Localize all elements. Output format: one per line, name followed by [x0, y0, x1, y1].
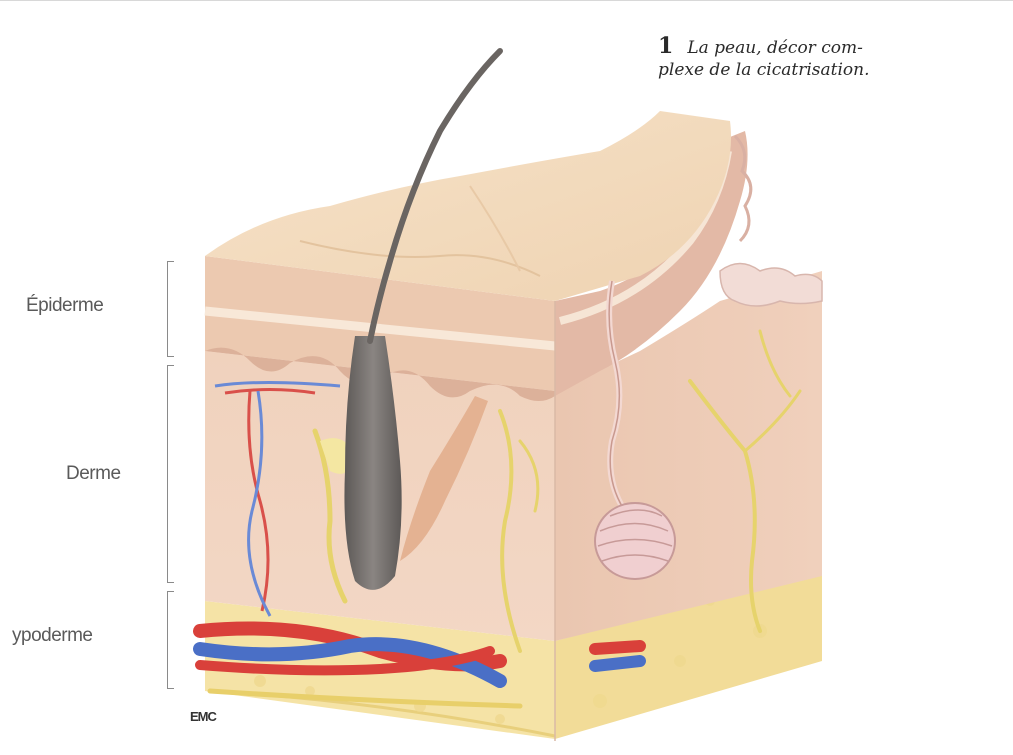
- wound-edge: [720, 264, 822, 307]
